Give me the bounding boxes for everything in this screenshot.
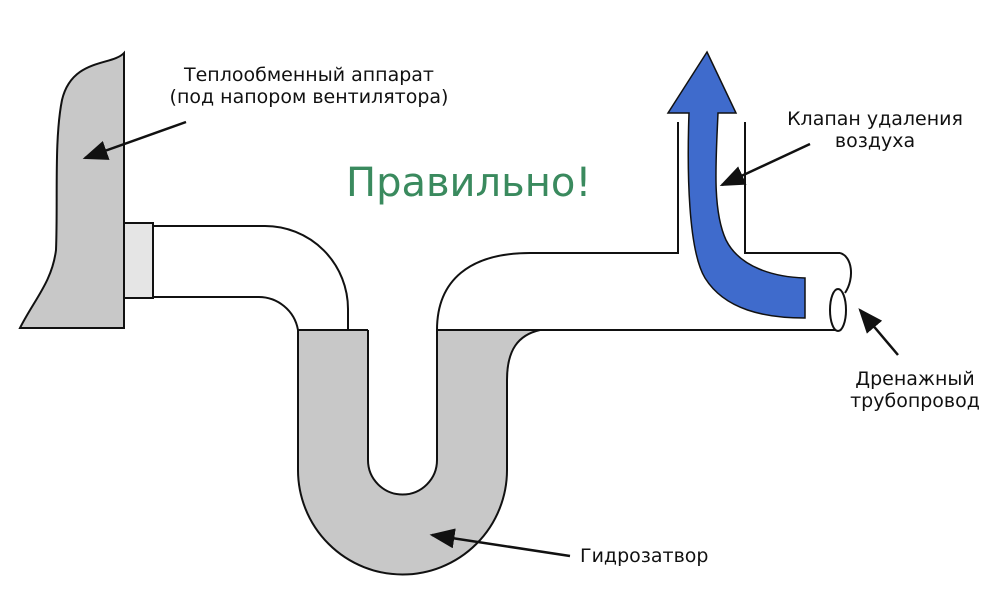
- trap-water: [298, 330, 540, 575]
- air-valve-pointer: [719, 142, 811, 187]
- heat-exchanger-label-line1: Теплообменный аппарат: [184, 64, 434, 86]
- trap-pointer: [429, 528, 571, 558]
- air-valve-label: Клапан удаления воздуха: [770, 108, 980, 152]
- drain-pointer: [858, 308, 899, 356]
- drain-label-line1: Дренажный: [855, 368, 975, 390]
- drain-label-line2: трубопровод: [850, 390, 980, 412]
- air-valve-label-line2: воздуха: [834, 130, 916, 152]
- air-flow-arrow: [666, 50, 806, 319]
- trap-label: Гидрозатвор: [580, 545, 709, 567]
- heat-exchanger-label: Теплообменный аппарат (под напором венти…: [154, 64, 464, 108]
- heat-exchanger-pointer: [82, 120, 187, 160]
- heat-exchanger-label-line2: (под напором вентилятора): [169, 86, 449, 108]
- drain-label: Дренажный трубопровод: [840, 368, 990, 412]
- diagram-title: Правильно!: [346, 160, 592, 206]
- pipe-outline: [153, 122, 852, 576]
- heat-exchanger: [18, 50, 125, 329]
- air-valve-label-line1: Клапан удаления: [787, 108, 963, 130]
- coupling: [123, 222, 154, 299]
